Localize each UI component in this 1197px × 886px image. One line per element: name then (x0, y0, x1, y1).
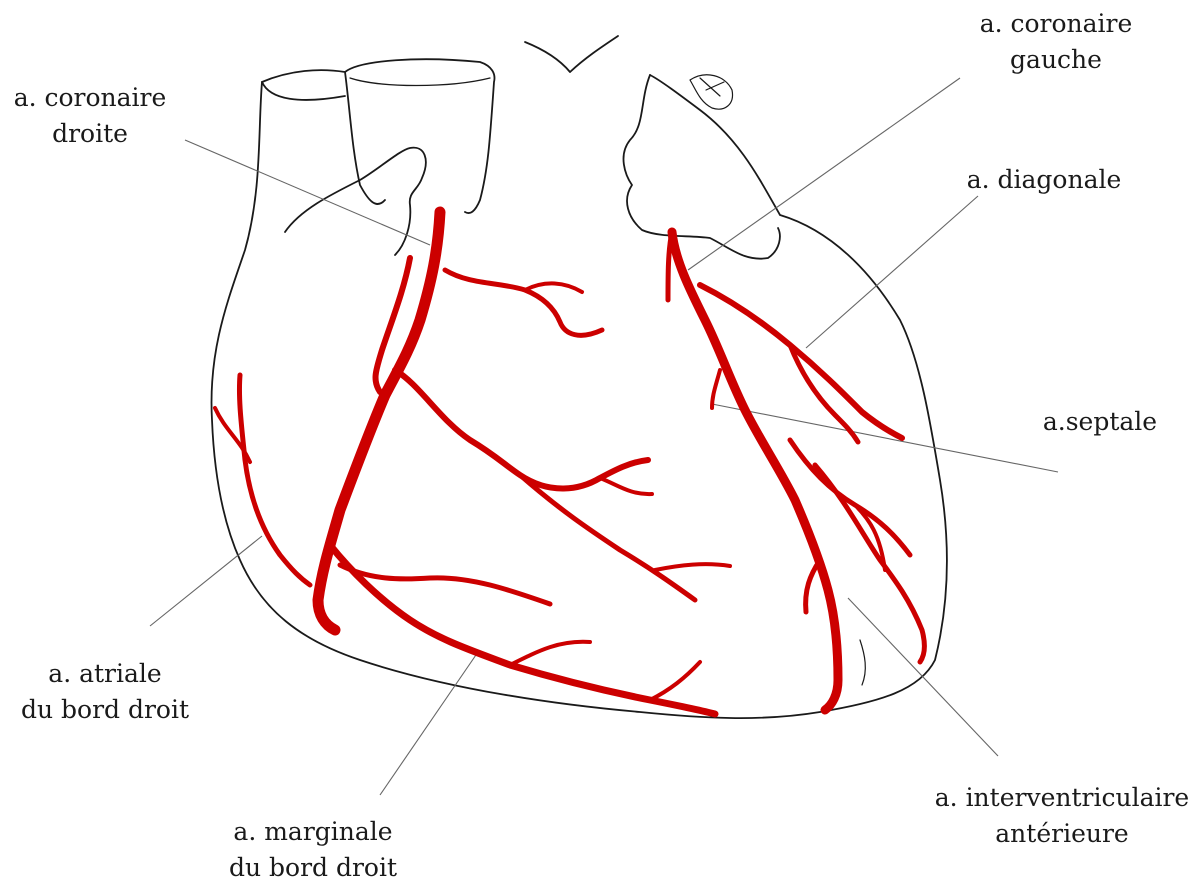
label-diagonale-line1: a. diagonale (964, 162, 1124, 198)
leader-atriale (150, 536, 262, 626)
right-coronary-artery (318, 212, 440, 630)
label-coronaire-gauche: a. coronaire gauche (976, 6, 1136, 78)
rca-branch-middle-tip (600, 478, 652, 494)
rca-branch-upper (445, 270, 602, 335)
label-marginale: a. marginale du bord droit (218, 814, 408, 886)
label-coronaire-gauche-line1: a. coronaire (976, 6, 1136, 42)
label-atriale: a. atriale du bord droit (10, 656, 200, 728)
leader-interventriculaire (848, 598, 998, 756)
leader-diagonale (806, 196, 978, 348)
vena-cava-top (262, 82, 345, 100)
label-diagonale: a. diagonale (964, 162, 1124, 198)
aorta-rim (350, 78, 490, 86)
label-coronaire-droite-line1: a. coronaire (10, 80, 170, 116)
label-interventriculaire: a. interventriculaire antérieure (930, 780, 1194, 852)
auricle-top (690, 75, 732, 109)
label-marginale-line2: du bord droit (218, 850, 408, 886)
apex-notch (860, 640, 865, 685)
auricle-tie (700, 78, 724, 96)
diagonal-branch-second (790, 345, 858, 442)
rca-branch-lower-tip (655, 564, 730, 570)
label-septale-line1: a.septale (1030, 404, 1170, 440)
septal-branch (712, 370, 720, 408)
label-atriale-line1: a. atriale (10, 656, 200, 692)
marginal-branch-tail (650, 662, 700, 700)
marginal-branch-side (510, 642, 590, 665)
leader-coronaire-droite (185, 140, 430, 245)
label-atriale-line2: du bord droit (10, 692, 200, 728)
leader-marginale (380, 652, 478, 795)
arteries (215, 212, 924, 714)
label-septale: a.septale (1030, 404, 1170, 440)
atrial-branch (239, 375, 310, 585)
label-coronaire-gauche-line2: gauche (976, 42, 1136, 78)
label-coronaire-droite: a. coronaire droite (10, 80, 170, 152)
label-interventriculaire-line2: antérieure (930, 816, 1194, 852)
leader-coronaire-gauche (688, 78, 960, 270)
lad-start-tip (668, 232, 672, 300)
vena-cava (262, 70, 385, 204)
label-interventriculaire-line1: a. interventriculaire (930, 780, 1194, 816)
lad-branch-left (806, 560, 820, 612)
diagonal-branch (700, 285, 902, 438)
marginal-branch-upper (340, 565, 550, 604)
left-auricle (624, 75, 780, 259)
label-marginale-line1: a. marginale (218, 814, 408, 850)
label-coronaire-droite-line2: droite (10, 116, 170, 152)
rca-branch-lower (520, 475, 695, 600)
rca-branch-upper-tip (525, 283, 582, 292)
rca-branch-middle (395, 370, 648, 489)
pulmonary-branch (525, 36, 618, 72)
